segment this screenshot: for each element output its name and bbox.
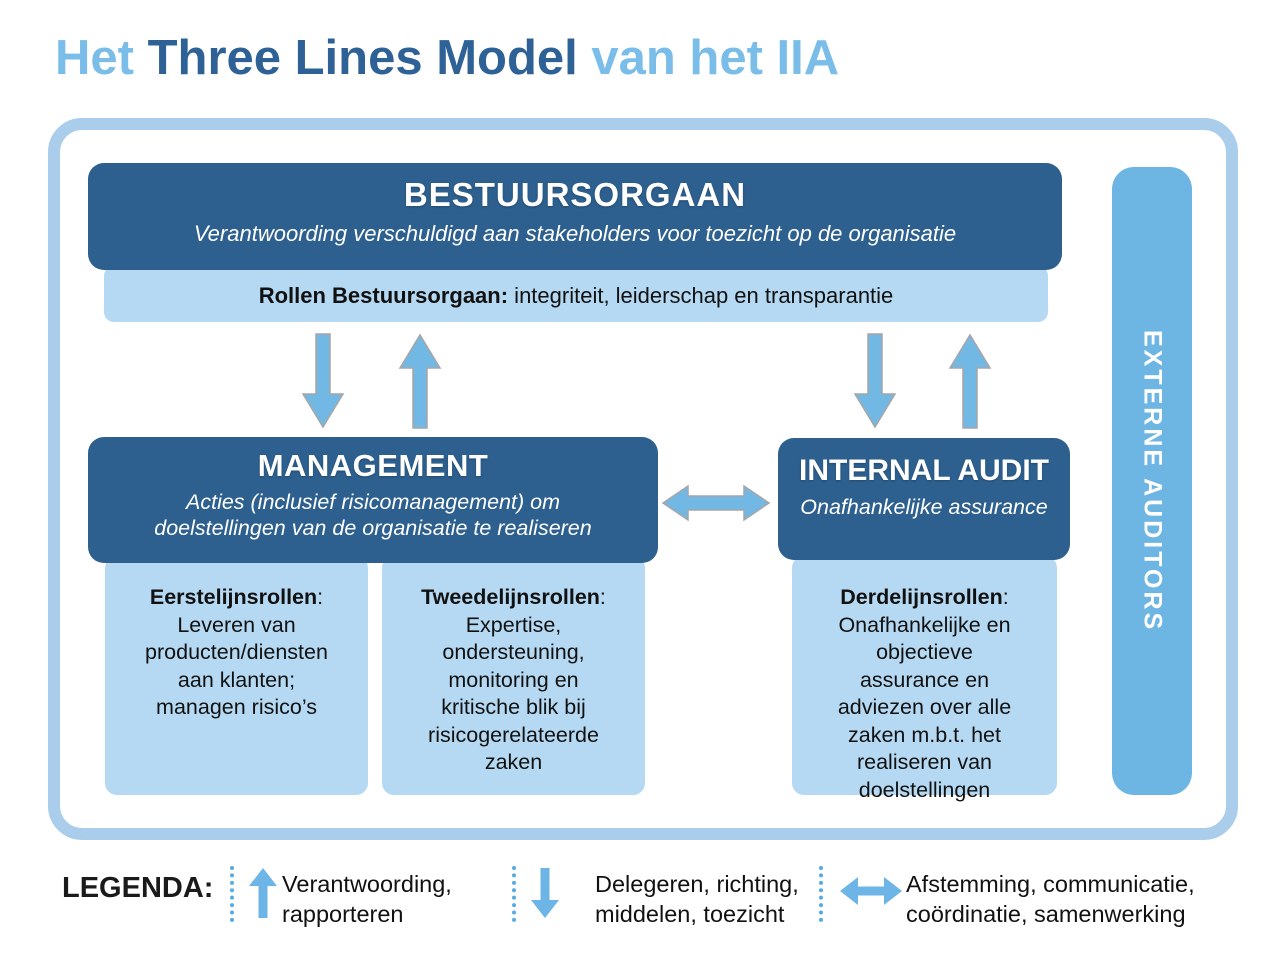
internal-audit-box: INTERNAL AUDIT Onafhankelijke assurance	[778, 438, 1070, 560]
bestuursorgaan-subtitle: Verantwoording verschuldigd aan stakehol…	[193, 221, 957, 246]
rollen-bestuursorgaan-bar: Rollen Bestuursorgaan: integriteit, leid…	[104, 266, 1048, 322]
externe-auditors-bar: EXTERNE AUDITORS	[1112, 167, 1192, 795]
second-line-roles-heading: Tweedelijnsrollen:	[421, 585, 606, 609]
arrow-both-icon	[840, 877, 902, 905]
page-title: Het Three Lines Model van het IIA	[55, 30, 839, 86]
legend-divider	[512, 866, 516, 922]
rollen-bar-rest: integriteit, leiderschap en transparanti…	[508, 283, 894, 308]
bestuursorgaan-title: BESTUURSORGAAN	[403, 176, 747, 213]
management-title: MANAGEMENT	[257, 448, 489, 483]
second-line-roles-box: Tweedelijnsrollen: Expertise,ondersteuni…	[382, 556, 645, 795]
arrow-both-icon	[661, 484, 771, 522]
bestuursorgaan-box: BESTUURSORGAAN Verantwoording verschuldi…	[88, 163, 1062, 270]
arrow-up-icon	[398, 333, 442, 429]
arrow-down-icon	[301, 333, 345, 429]
internal-audit-subtitle: Onafhankelijke assurance	[800, 495, 1048, 519]
management-box: MANAGEMENT Acties (inclusief risicomanag…	[88, 437, 658, 563]
arrow-up-icon	[948, 333, 992, 429]
rollen-bar-text: Rollen Bestuursorgaan: integriteit, leid…	[259, 283, 894, 309]
internal-audit-title: INTERNAL AUDIT	[799, 454, 1049, 487]
third-line-roles-heading: Derdelijnsrollen:	[840, 585, 1009, 609]
rollen-bar-bold-label: Rollen Bestuursorgaan:	[258, 283, 509, 308]
arrow-down-icon	[531, 868, 559, 918]
first-line-roles-heading: Eerstelijnsrollen:	[149, 585, 324, 609]
page-title-light-prefix: Het	[55, 31, 148, 85]
legend-item-afstemming: Afstemming, communicatie,coördinatie, sa…	[906, 871, 1195, 927]
arrow-down-icon	[853, 333, 897, 429]
legend-item-verantwoording: Verantwoording,rapporteren	[282, 871, 452, 927]
legend-item-delegeren: Delegeren, richting,middelen, toezicht	[595, 871, 799, 927]
page-title-dark-middle: Three Lines Model	[147, 31, 578, 85]
page-title-light-suffix: van het IIA	[577, 31, 840, 85]
legend-label: LEGENDA:	[62, 872, 214, 904]
arrow-up-icon	[249, 868, 277, 918]
legend-divider	[230, 866, 234, 922]
externe-auditors-label: EXTERNE AUDITORS	[1138, 329, 1167, 633]
legend-divider	[819, 866, 823, 922]
